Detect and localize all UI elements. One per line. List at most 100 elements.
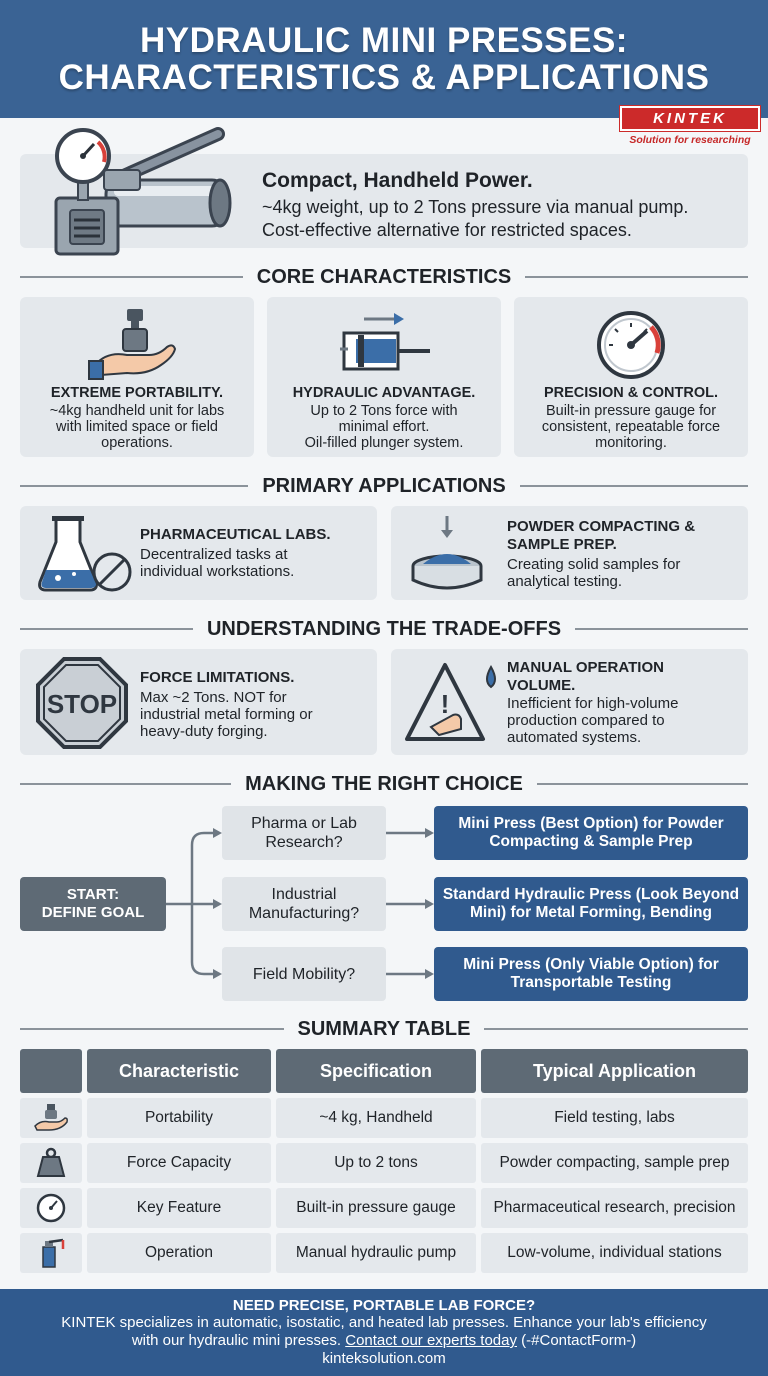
core-line: with limited space or field: [56, 419, 218, 435]
divider: [575, 628, 748, 630]
page-title: HYDRAULIC MINI PRESSES: CHARACTERISTICS …: [0, 0, 768, 96]
gauge-icon: [36, 1193, 66, 1223]
section-title: SUMMARY TABLE: [297, 1017, 471, 1040]
hand-valve-icon: [34, 1104, 68, 1131]
tradeoff-line: production compared to: [507, 712, 665, 729]
stop-sign-icon: STOP: [36, 657, 128, 749]
flask-pill-icon: [38, 516, 132, 592]
footer-body-line: with our hydraulic mini presses.: [131, 1332, 346, 1349]
app-title: POWDER COMPACTING & SAMPLE PREP.: [507, 518, 695, 554]
divider: [525, 276, 749, 278]
table-cell: Low-volume, individual stations: [481, 1233, 748, 1273]
intro-line-2: Cost-effective alternative for restricte…: [262, 220, 632, 240]
question-line: Pharma or Lab: [251, 815, 357, 832]
table-cell: Key Feature: [87, 1188, 271, 1228]
table-row-icon: [20, 1098, 82, 1138]
divider: [20, 628, 193, 630]
tradeoff-line: industrial metal forming or: [140, 706, 313, 723]
pump-icon: [42, 1238, 65, 1268]
weight-icon: [36, 1147, 66, 1177]
app-line: individual workstations.: [140, 563, 295, 580]
powder-dish-icon: [411, 516, 483, 590]
app-line: Decentralized tasks at: [140, 546, 288, 563]
app-line: Creating solid samples for: [507, 556, 681, 573]
core-line: consistent, repeatable force: [541, 419, 721, 435]
core-body: ~4kg handheld unit for labs with limited…: [28, 403, 246, 451]
tradeoff-line: Max ~2 Tons. NOT for: [140, 689, 287, 706]
start-line: DEFINE GOAL: [41, 904, 145, 921]
app-body: Decentralized tasks at individual workst…: [140, 546, 294, 580]
tradeoff-body: Max ~2 Tons. NOT for industrial metal fo…: [140, 689, 313, 740]
title-line-1: HYDRAULIC MINI PRESSES:: [140, 21, 628, 60]
core-title: PRECISION & CONTROL.: [543, 385, 718, 401]
core-body: Built-in pressure gauge for consistent, …: [522, 403, 740, 451]
core-card-hydraulic: HYDRAULIC ADVANTAGE. Up to 2 Tons force …: [267, 297, 501, 457]
tradeoff-card-manual: ! MANUAL OPERATION VOLUME. Inefficient f…: [391, 649, 748, 755]
hand-valve-icon: [88, 309, 177, 380]
kintek-logo[interactable]: KINTEK Solution for researching: [620, 106, 760, 146]
section-title: CORE CHARACTERISTICS: [256, 265, 512, 288]
app-body: Creating solid samples for analytical te…: [507, 556, 680, 590]
divider: [20, 276, 243, 278]
table-cell: Force Capacity: [87, 1143, 271, 1183]
core-line: Built-in pressure gauge for: [545, 403, 717, 419]
footer-headline: NEED PRECISE, PORTABLE LAB FORCE?: [232, 1297, 536, 1314]
pressure-gauge-icon: [597, 311, 665, 379]
divider: [20, 485, 249, 487]
tradeoff-title-line: MANUAL OPERATION: [507, 659, 664, 676]
core-title: HYDRAULIC ADVANTAGE.: [292, 385, 476, 401]
core-title: EXTREME PORTABILITY.: [50, 385, 224, 401]
table-cell: Manual hydraulic pump: [276, 1233, 476, 1273]
table-cell: Built-in pressure gauge: [276, 1188, 476, 1228]
answer-line: Mini Press (Best Option) for Powder: [458, 815, 724, 832]
core-line: minimal effort.: [338, 419, 430, 435]
section-title: PRIMARY APPLICATIONS: [262, 474, 506, 497]
footer-body-line: KINTEK specializes in automatic, isostat…: [61, 1314, 707, 1331]
question-line: Industrial: [271, 886, 337, 903]
core-body: Up to 2 Tons force with minimal effort. …: [275, 403, 493, 451]
warning-pump-icon: !: [405, 663, 496, 741]
section-core-characteristics: CORE CHARACTERISTICS: [20, 262, 749, 292]
section-right-choice: MAKING THE RIGHT CHOICE: [20, 769, 748, 799]
start-line: START:: [66, 886, 120, 903]
core-line: ~4kg handheld unit for labs: [49, 403, 225, 419]
divider: [536, 783, 748, 785]
tradeoff-title: MANUAL OPERATION VOLUME.: [507, 659, 664, 695]
table-cell: ~4 kg, Handheld: [276, 1098, 476, 1138]
table-cell: Operation: [87, 1233, 271, 1273]
question-line: Research?: [265, 834, 343, 851]
app-card-powder: POWDER COMPACTING & SAMPLE PREP. Creatin…: [391, 506, 748, 600]
divider: [519, 485, 749, 487]
stop-label: STOP: [47, 689, 117, 719]
answer-line: Compacting & Sample Prep: [489, 833, 693, 850]
table-cell: Up to 2 tons: [276, 1143, 476, 1183]
footer-body: KINTEK specializes in automatic, isostat…: [0, 1314, 768, 1350]
app-title-line: SAMPLE PREP.: [507, 536, 617, 553]
divider: [20, 783, 232, 785]
flow-question-field: Field Mobility?: [222, 947, 386, 1001]
tradeoff-line: heavy-duty forging.: [140, 723, 268, 740]
logo-wordmark: KINTEK: [620, 106, 760, 131]
contact-anchor: (-#ContactForm-): [517, 1332, 637, 1349]
contact-experts-link[interactable]: Contact our experts today: [345, 1332, 517, 1349]
table-header-application: Typical Application: [481, 1049, 748, 1093]
header-banner: HYDRAULIC MINI PRESSES: CHARACTERISTICS …: [0, 0, 768, 118]
question-line: Field Mobility?: [252, 965, 356, 983]
core-card-portability: EXTREME PORTABILITY. ~4kg handheld unit …: [20, 297, 254, 457]
core-card-precision: PRECISION & CONTROL. Built-in pressure g…: [514, 297, 748, 457]
tradeoff-body: Inefficient for high-volume production c…: [507, 695, 678, 746]
section-summary-table: SUMMARY TABLE: [20, 1014, 748, 1044]
footer-website[interactable]: kinteksolution.com: [322, 1350, 446, 1367]
tradeoff-line: Inefficient for high-volume: [507, 695, 679, 712]
section-title: UNDERSTANDING THE TRADE-OFFS: [206, 617, 562, 640]
app-title-line: POWDER COMPACTING &: [507, 518, 696, 535]
flow-start-box: START: DEFINE GOAL: [20, 877, 166, 931]
answer-line: Transportable Testing: [510, 974, 672, 991]
tradeoff-card-force: STOP FORCE LIMITATIONS. Max ~2 Tons. NOT…: [20, 649, 377, 755]
table-cell: Field testing, labs: [481, 1098, 748, 1138]
tradeoff-title-line: VOLUME.: [507, 677, 576, 694]
